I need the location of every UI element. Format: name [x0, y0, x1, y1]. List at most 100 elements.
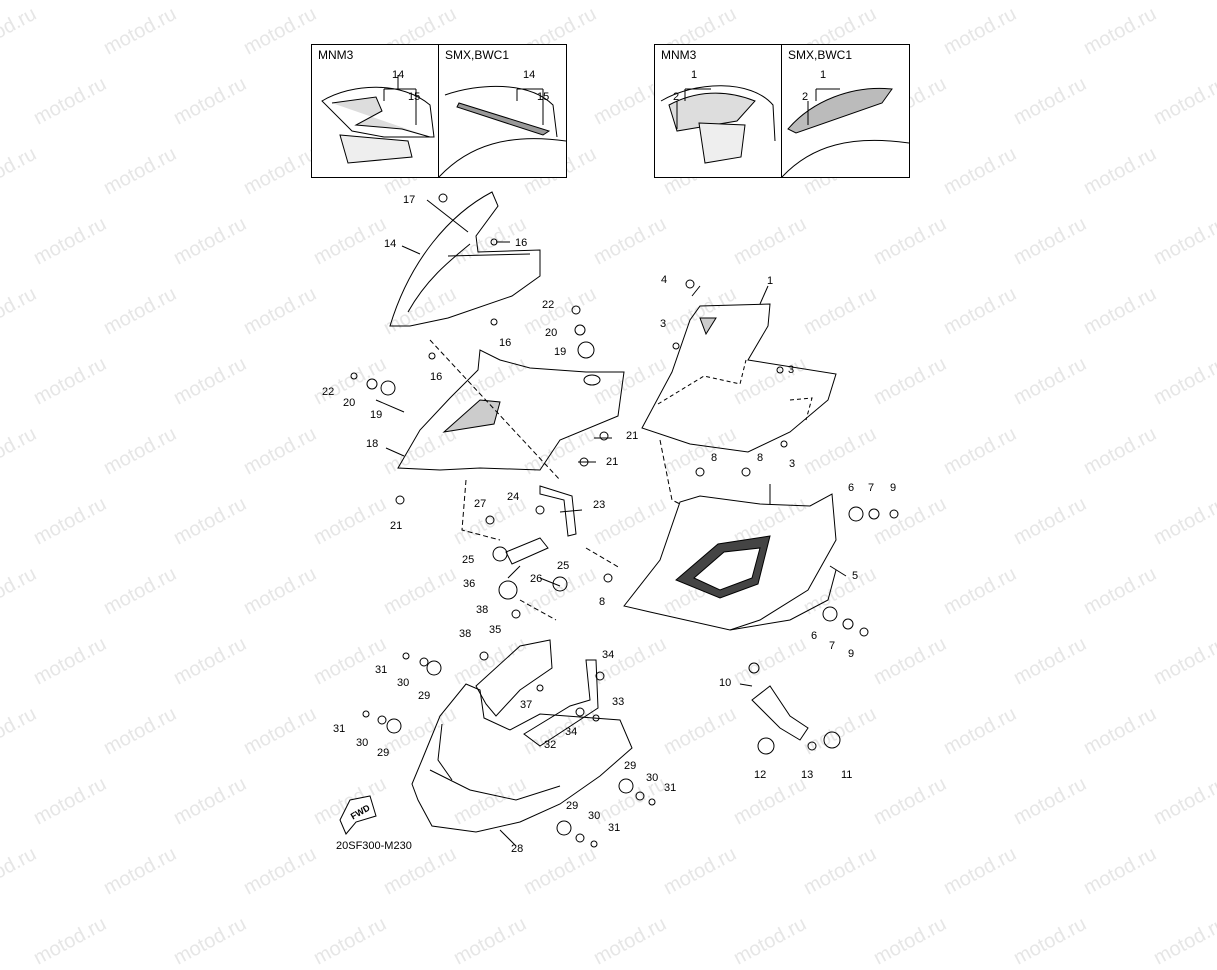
callout-19: 19: [370, 409, 383, 421]
callout-26: 26: [530, 573, 543, 585]
exploded-view-drawing: [339, 191, 899, 848]
callout-38: 38: [476, 604, 489, 616]
callout-3: 3: [789, 458, 796, 470]
callout-27: 27: [474, 498, 487, 510]
inset-header: MNM3: [661, 48, 697, 62]
callout-23: 23: [593, 499, 606, 511]
callout-13: 13: [801, 769, 814, 781]
callout-9: 9: [890, 482, 897, 494]
callout-21: 21: [626, 430, 639, 442]
callout-29: 29: [418, 690, 431, 702]
callout-16: 16: [499, 337, 512, 349]
part-14-side-cover: [389, 191, 541, 327]
callout-31: 31: [375, 664, 388, 676]
callout-5: 5: [852, 570, 859, 582]
inset-box-decal-14-15: MNM3 14 15 SMX,BWC1 1: [311, 44, 567, 178]
watermark-text: motod.ru: [1150, 912, 1217, 970]
inset-drawing: [321, 75, 435, 164]
callout-37: 37: [520, 699, 533, 711]
inset-cell-smx-bwc1: SMX,BWC1 1 2: [781, 45, 910, 178]
callout-12: 12: [754, 769, 767, 781]
part-23-bracket: [539, 485, 577, 537]
inset-box-decal-1-2: MNM3 1 2 SMX,BWC1 1 2: [654, 44, 910, 178]
callout-29: 29: [377, 747, 390, 759]
callout-3: 3: [660, 318, 667, 330]
inset-header: SMX,BWC1: [788, 48, 853, 62]
callout-label: 14: [523, 69, 536, 81]
inset-cell-mnm3: MNM3 14 15: [312, 45, 438, 177]
part-28-under-cowl: [411, 683, 633, 833]
watermark-text: motod.ru: [590, 912, 671, 970]
diagram-code: 20SF300-M230: [336, 840, 412, 852]
callout-14: 14: [384, 238, 397, 250]
watermark-text: motod.ru: [870, 912, 951, 970]
callout-20: 20: [545, 327, 558, 339]
callout-25: 25: [557, 560, 570, 572]
callout-label: 14: [392, 69, 405, 81]
callout-7: 7: [868, 482, 875, 494]
callout-28: 28: [511, 843, 524, 855]
inset-drawing: [438, 85, 567, 178]
part-1-side-panel: [641, 303, 837, 453]
callout-21: 21: [390, 520, 403, 532]
callout-4: 4: [661, 274, 668, 286]
callout-22: 22: [322, 386, 335, 398]
callout-16: 16: [515, 237, 528, 249]
callout-label: 15: [537, 91, 550, 103]
callout-label: 1: [691, 69, 698, 81]
callout-label: 15: [408, 91, 421, 103]
callout-8: 8: [757, 452, 764, 464]
callout-38: 38: [459, 628, 472, 640]
callout-9: 9: [848, 648, 855, 660]
callout-33: 33: [612, 696, 625, 708]
callout-32: 32: [544, 739, 557, 751]
fwd-arrow-icon: [339, 795, 377, 835]
callout-8: 8: [711, 452, 718, 464]
callout-1: 1: [767, 275, 774, 287]
callout-30: 30: [356, 737, 369, 749]
callout-3: 3: [788, 364, 795, 376]
part-35-bracket: [475, 639, 553, 717]
callout-29: 29: [624, 760, 637, 772]
callout-24: 24: [507, 491, 520, 503]
callout-30: 30: [646, 772, 659, 784]
part-32-bracket: [523, 659, 599, 747]
inset-cell-mnm3: MNM3 1 2: [655, 45, 781, 177]
inset-cell-smx-bwc1: SMX,BWC1 14 15: [438, 45, 567, 178]
callout-label: 1: [820, 69, 827, 81]
callout-6: 6: [811, 630, 818, 642]
callout-11: 11: [841, 769, 853, 781]
callout-18: 18: [366, 438, 379, 450]
callout-30: 30: [397, 677, 410, 689]
watermark-text: motod.ru: [310, 912, 391, 970]
watermark-text: motod.ru: [730, 912, 811, 970]
callout-21: 21: [606, 456, 619, 468]
inset-header: SMX,BWC1: [445, 48, 510, 62]
parts-diagram: motod.ru motod.ru motod.ru motod.ru motod.ru…: [0, 3, 1217, 969]
watermark-text: motod.ru: [170, 912, 251, 970]
watermark-text: motod.ru: [450, 912, 531, 970]
inset-header: MNM3: [318, 48, 354, 62]
callout-31: 31: [608, 822, 621, 834]
part-10-bracket: [751, 685, 809, 741]
callout-8: 8: [599, 596, 606, 608]
callout-label: 2: [673, 91, 680, 103]
inset-drawing: [781, 87, 910, 178]
callout-35: 35: [489, 624, 502, 636]
callout-19: 19: [554, 346, 567, 358]
watermark-text: motod.ru: [1010, 912, 1091, 970]
fasteners: [350, 193, 899, 848]
callout-10: 10: [719, 677, 732, 689]
callout-16: 16: [430, 371, 443, 383]
callout-31: 31: [664, 782, 677, 794]
inset-drawing: [660, 85, 776, 164]
callout-6: 6: [848, 482, 855, 494]
callout-36: 36: [463, 578, 476, 590]
callout-20: 20: [343, 397, 356, 409]
part-18-inner-panel: [397, 349, 625, 471]
callout-30: 30: [588, 810, 601, 822]
callout-17: 17: [403, 194, 416, 206]
callout-34: 34: [565, 726, 578, 738]
part-26-stay: [505, 537, 549, 565]
callout-label: 2: [802, 91, 809, 103]
